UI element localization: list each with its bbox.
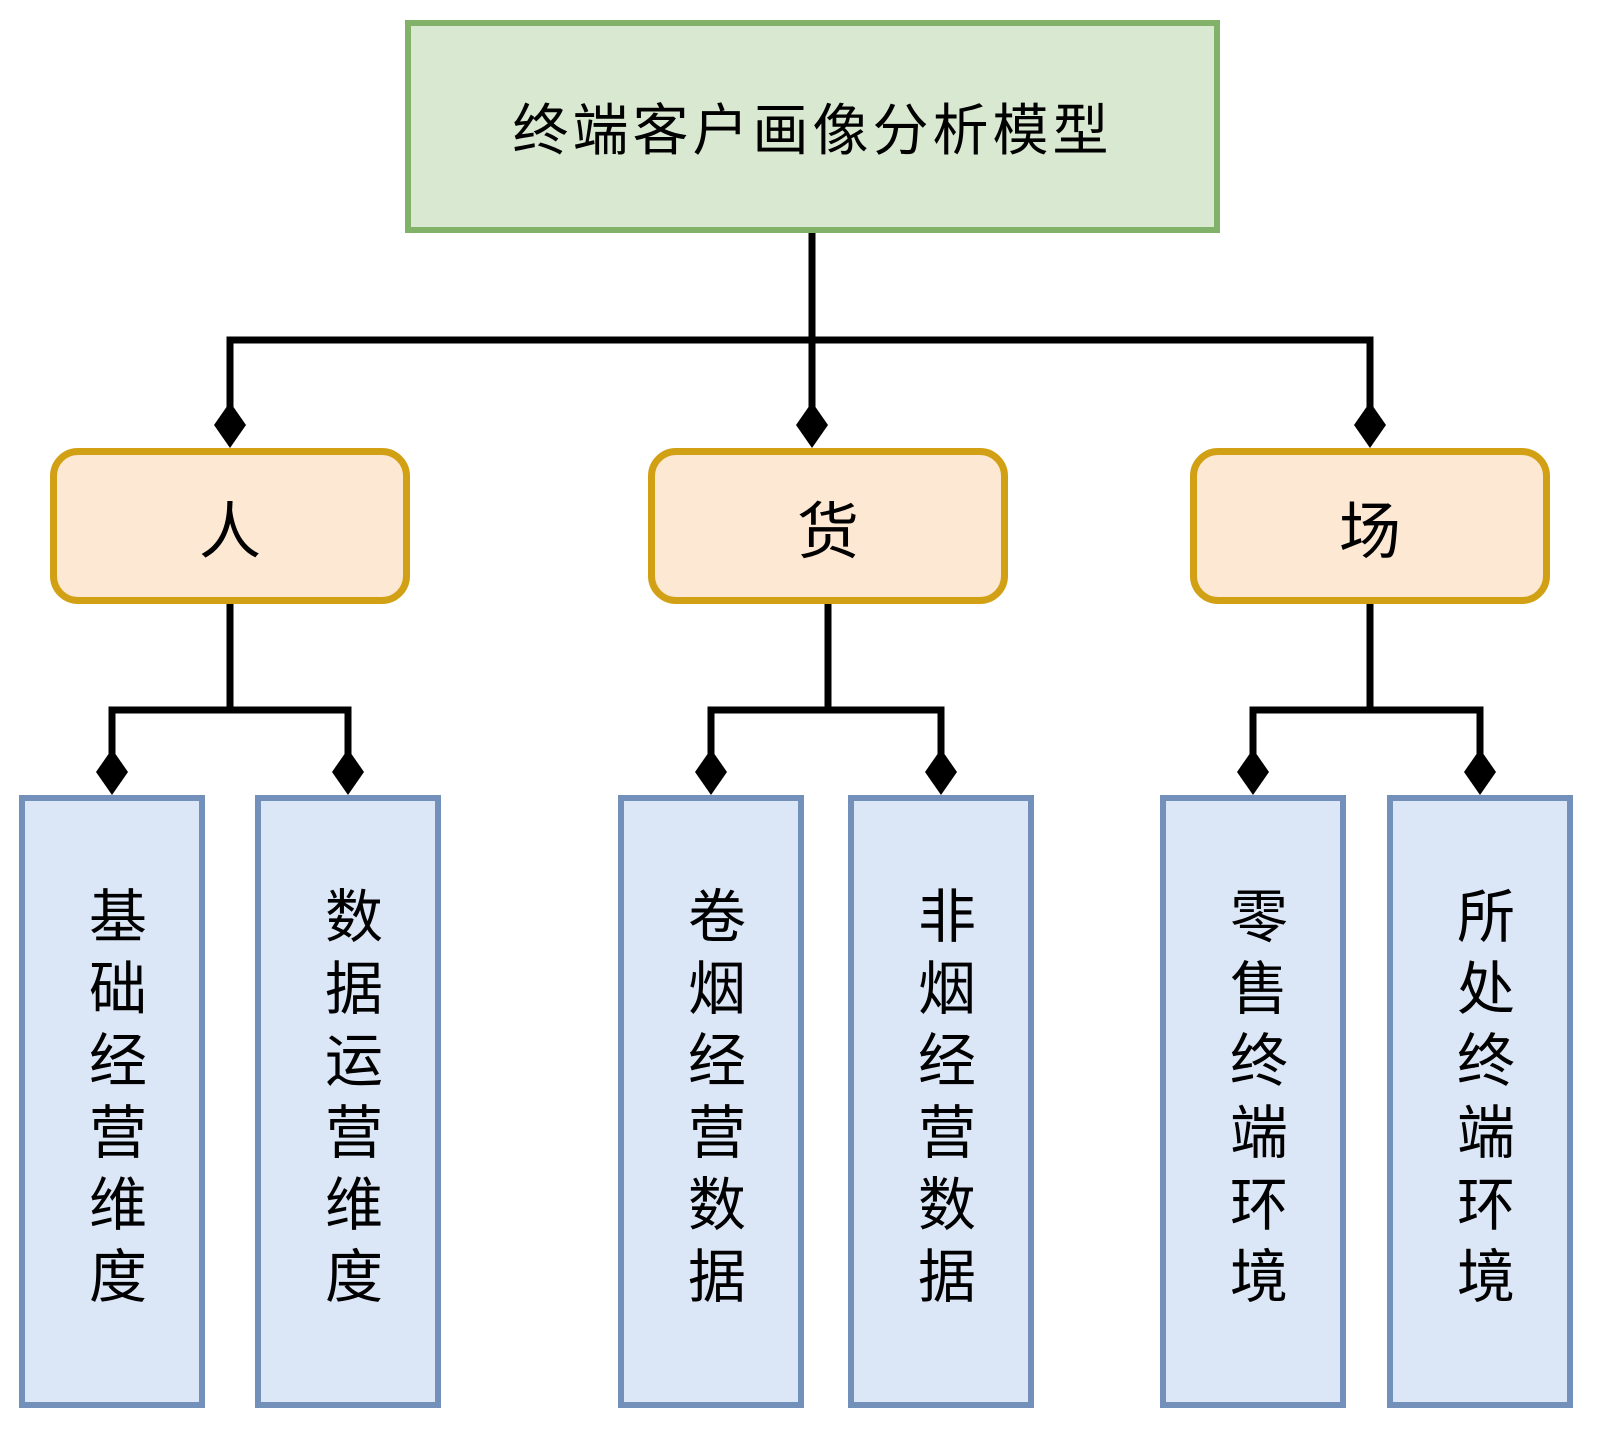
node-venue: 场 bbox=[1190, 448, 1550, 604]
diamond-arrow-leaf6 bbox=[1464, 749, 1496, 795]
diamond-arrow-leaf5 bbox=[1237, 749, 1269, 795]
node-goods: 货 bbox=[648, 448, 1008, 604]
leaf-data-operation-dimension-label: 数据运营维度 bbox=[316, 885, 381, 1318]
diamond-arrow-person bbox=[214, 402, 246, 448]
diamond-arrow-leaf1 bbox=[96, 749, 128, 795]
root-label: 终端客户画像分析模型 bbox=[512, 99, 1113, 162]
node-person: 人 bbox=[50, 448, 410, 604]
connector-goods-bar bbox=[707, 706, 945, 772]
node-root-model: 终端客户画像分析模型 bbox=[405, 20, 1220, 233]
node-person-label: 人 bbox=[198, 498, 261, 567]
diamond-arrow-leaf4 bbox=[925, 749, 957, 795]
leaf-non-cigarette-business-data-label: 非烟经营数据 bbox=[909, 885, 974, 1318]
connector-level1-bar bbox=[226, 336, 1374, 425]
leaf-located-terminal-environment-label: 所处终端环境 bbox=[1448, 885, 1513, 1318]
leaf-data-operation-dimension: 数据运营维度 bbox=[255, 795, 441, 1408]
leaf-basic-business-dimension-label: 基础经营维度 bbox=[80, 885, 145, 1318]
leaf-retail-terminal-environment-label: 零售终端环境 bbox=[1221, 885, 1286, 1318]
leaf-cigarette-business-data: 卷烟经营数据 bbox=[618, 795, 804, 1408]
diamond-arrow-leaf3 bbox=[695, 749, 727, 795]
connector-venue-bar bbox=[1249, 706, 1484, 772]
connector-person-bar bbox=[108, 706, 352, 772]
leaf-retail-terminal-environment: 零售终端环境 bbox=[1160, 795, 1346, 1408]
node-goods-label: 货 bbox=[796, 498, 859, 567]
leaf-cigarette-business-data-label: 卷烟经营数据 bbox=[679, 885, 744, 1318]
leaf-non-cigarette-business-data: 非烟经营数据 bbox=[848, 795, 1034, 1408]
diamond-arrow-venue bbox=[1354, 402, 1386, 448]
node-venue-label: 场 bbox=[1338, 498, 1401, 567]
diamond-arrow-goods bbox=[796, 402, 828, 448]
diamond-arrow-leaf2 bbox=[332, 749, 364, 795]
leaf-basic-business-dimension: 基础经营维度 bbox=[19, 795, 205, 1408]
leaf-located-terminal-environment: 所处终端环境 bbox=[1387, 795, 1573, 1408]
